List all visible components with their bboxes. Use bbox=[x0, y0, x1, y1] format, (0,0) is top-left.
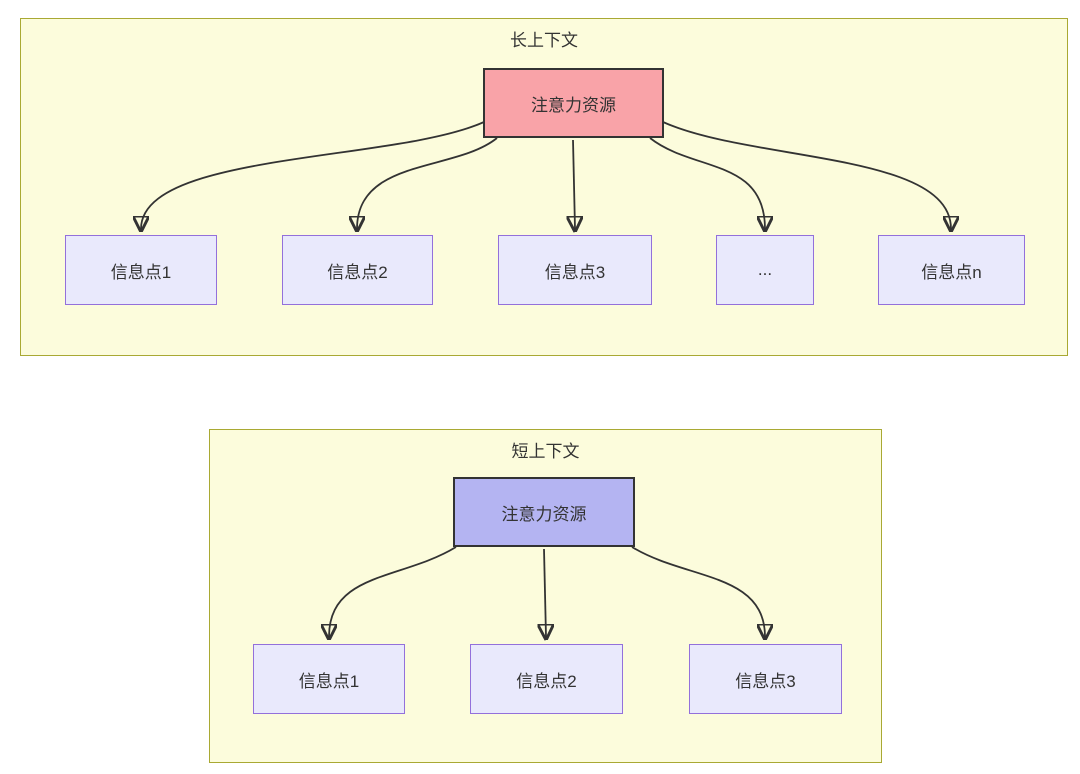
node-long-attention-resource: 注意力资源 bbox=[483, 68, 664, 138]
node-short-info-1: 信息点1 bbox=[253, 644, 405, 714]
node-long-info-2: 信息点2 bbox=[282, 235, 433, 305]
node-short-info-3: 信息点3 bbox=[689, 644, 842, 714]
node-short-info-2: 信息点2 bbox=[470, 644, 623, 714]
node-short-attention-resource: 注意力资源 bbox=[453, 477, 635, 547]
cluster-long-title: 长上下文 bbox=[510, 31, 578, 50]
node-long-info-3: 信息点3 bbox=[498, 235, 652, 305]
node-long-info-n: 信息点n bbox=[878, 235, 1025, 305]
node-long-info-1: 信息点1 bbox=[65, 235, 217, 305]
cluster-short-title: 短上下文 bbox=[511, 442, 580, 461]
node-long-info-ellipsis: ... bbox=[716, 235, 814, 305]
